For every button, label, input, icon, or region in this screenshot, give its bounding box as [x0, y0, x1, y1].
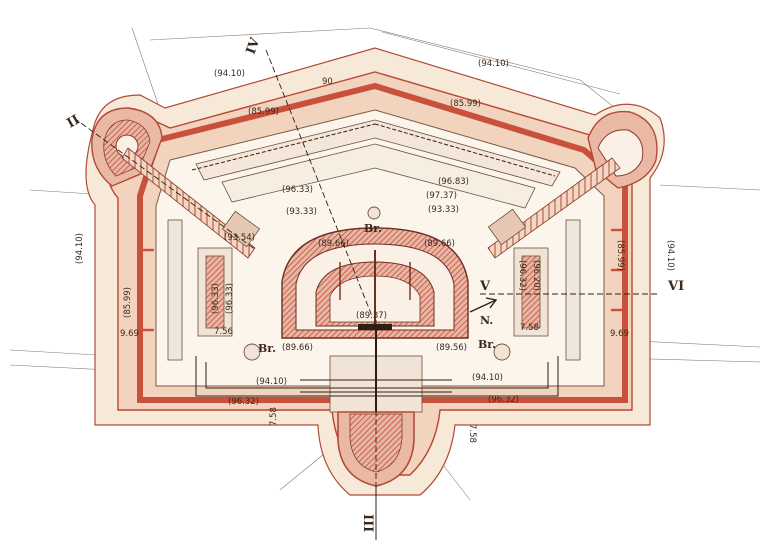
- elev-gate-right: 7.58: [467, 424, 477, 443]
- bridge-label-right: Br.: [478, 338, 496, 351]
- flank-ticks: [140, 228, 625, 332]
- elev-keep-bottom-left: (89.66): [282, 343, 313, 353]
- elev-rampart-right: (85.99): [615, 240, 625, 271]
- elev-bottom-right: (96.32): [488, 395, 519, 405]
- elev-left-bastion: (93.54): [224, 233, 255, 243]
- escarp-wall: [137, 82, 628, 403]
- bridge-label-top: Br.: [364, 222, 382, 235]
- elev-outer-left: (94.10): [75, 233, 85, 264]
- elev-wall-left-a: 90: [322, 77, 333, 87]
- elev-side-right-2: (96.20): [531, 260, 541, 291]
- elev-keep-top-left: (89.66): [318, 239, 349, 249]
- elev-inner-tl-2: (93.33): [286, 207, 317, 217]
- section-marker-ii: II: [65, 112, 83, 131]
- section-marker-iv: IV: [244, 35, 264, 56]
- elev-wall-right-b: 9.69: [610, 329, 629, 339]
- elev-outer-top-right: (94.10): [478, 59, 509, 69]
- elev-side-left-small: 7.56: [214, 327, 233, 337]
- section-cut-lines: [73, 49, 660, 505]
- section-marker-iii: III: [360, 514, 375, 532]
- elev-wall-left-b: 9.69: [120, 329, 139, 339]
- elev-side-right-small: 7.58: [520, 323, 539, 333]
- round-pavilions: [243, 206, 511, 361]
- elev-bottom-left: (96.32): [228, 397, 259, 407]
- elev-inner-tr-2: (97.37): [426, 191, 457, 201]
- elev-rampart-top-right: (85.99): [450, 99, 481, 109]
- elev-lower-left: (94.10): [256, 377, 287, 387]
- lower-ditch: [195, 356, 559, 397]
- elev-keep-center: (89.37): [356, 311, 387, 321]
- diagonal-galleries: [121, 147, 621, 259]
- section-marker-v: V: [479, 279, 491, 294]
- elev-gate-left: 7.58: [269, 407, 279, 426]
- elev-outer-right: (94.10): [665, 240, 675, 271]
- bridge-label-left: Br.: [258, 342, 276, 355]
- elev-side-right-1: (96.32): [517, 260, 527, 291]
- north-label: N.: [480, 314, 493, 327]
- elev-inner-tr-1: (96.83): [438, 177, 469, 187]
- elev-side-left-1: (96.33): [211, 283, 221, 314]
- side-barracks: [167, 219, 581, 361]
- elev-inner-tl-1: (96.33): [282, 185, 313, 195]
- elev-inner-tr-3: (93.33): [428, 205, 459, 215]
- north-arrow-icon: [469, 297, 498, 313]
- central-keep: [281, 227, 469, 339]
- casemate-rows: [191, 119, 561, 209]
- elev-keep-bottom-right: (89.56): [436, 343, 467, 353]
- elev-keep-top-right: (89.66): [424, 239, 455, 249]
- section-marker-vi: VI: [667, 279, 684, 294]
- elev-lower-right: (94.10): [472, 373, 503, 383]
- elev-side-left-2: (96.33): [225, 283, 235, 314]
- elev-rampart-left: (85.99): [123, 287, 133, 318]
- elev-rampart-top-left: (85.99): [248, 107, 279, 117]
- elev-outer-top-left: (94.10): [214, 69, 245, 79]
